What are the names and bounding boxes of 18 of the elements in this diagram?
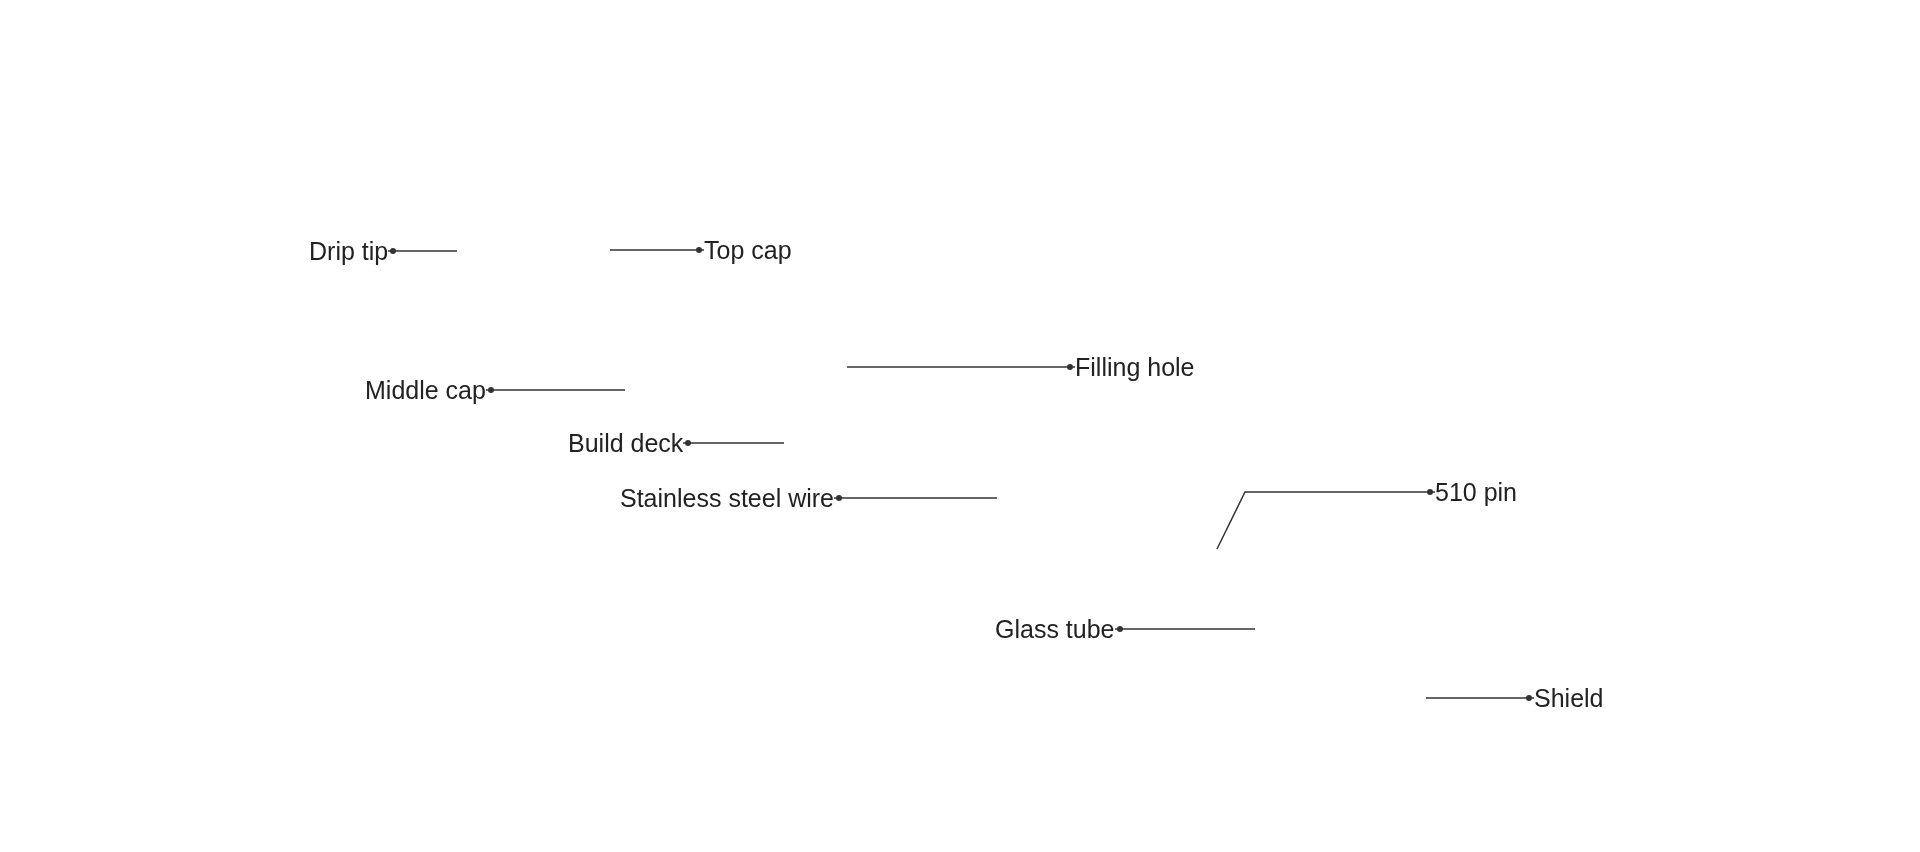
part-label: Top cap xyxy=(704,237,792,263)
leader-line xyxy=(682,440,785,446)
part-label: Filling hole xyxy=(1075,354,1195,380)
part-label: Build deck xyxy=(568,430,684,456)
leader-line xyxy=(1216,489,1436,550)
part-label: Middle cap xyxy=(365,377,486,403)
leader-line xyxy=(846,364,1076,370)
leader-line xyxy=(387,248,458,254)
part-label: 510 pin xyxy=(1435,479,1518,505)
part-label: Shield xyxy=(1534,685,1604,711)
leader-line xyxy=(833,495,998,501)
leader-line xyxy=(1425,695,1535,701)
leader-line xyxy=(1114,626,1256,632)
part-label: Glass tube xyxy=(995,616,1115,642)
leader-line xyxy=(485,387,626,393)
leader-line xyxy=(609,247,705,253)
part-label: Drip tip xyxy=(309,238,389,264)
part-label: Stainless steel wire xyxy=(620,485,834,511)
